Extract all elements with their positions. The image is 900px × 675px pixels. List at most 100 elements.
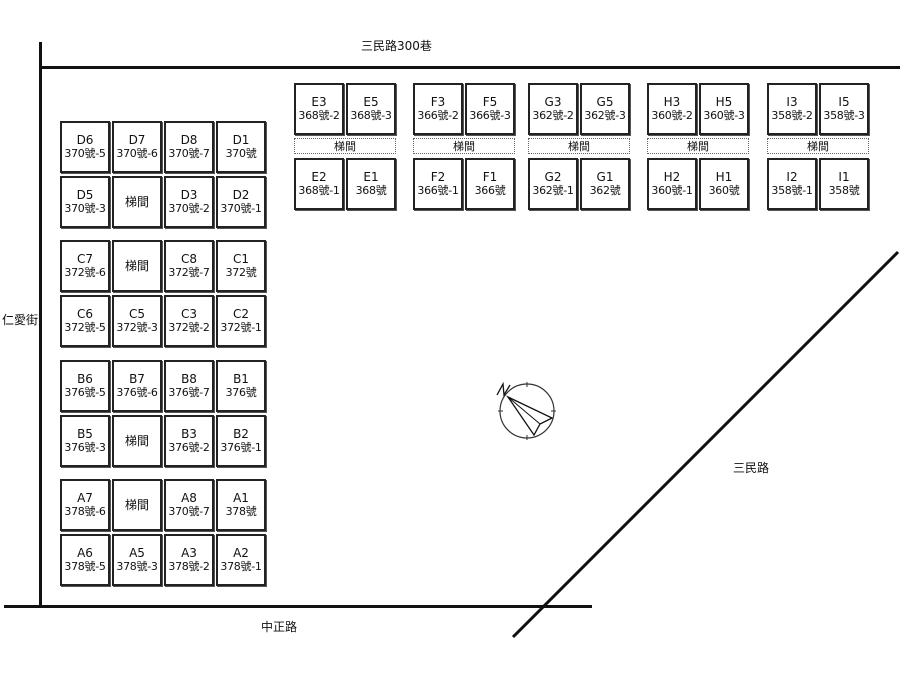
unit-code: C3	[180, 307, 197, 321]
unit-code: G3	[544, 95, 562, 109]
unit-address: 368號	[355, 184, 387, 197]
stairwell-band: 梯間	[294, 138, 396, 154]
unit-address: 360號-2	[651, 109, 693, 122]
unit-code: A3	[181, 546, 197, 560]
road-left-line	[39, 42, 42, 608]
unit-code: C2	[232, 307, 249, 321]
road-label-top: 三民路300巷	[361, 39, 432, 53]
unit-code: D8	[180, 133, 198, 147]
unit-address: 378號-3	[116, 560, 158, 573]
unit-code: H1	[715, 170, 733, 184]
unit-address: 370號-7	[168, 147, 210, 160]
stairwell-box: 梯間	[112, 479, 162, 531]
unit-code: F1	[482, 170, 498, 184]
unit-code: D3	[180, 188, 198, 202]
unit-address: 376號-6	[116, 386, 158, 399]
unit-code: I5	[838, 95, 850, 109]
unit-code: E5	[363, 95, 379, 109]
unit-address: 366號	[474, 184, 506, 197]
unit-address: 362號-1	[532, 184, 574, 197]
unit-code: C7	[76, 252, 93, 266]
unit-code: B6	[77, 372, 93, 386]
unit-code: E2	[311, 170, 327, 184]
unit-address: 370號-6	[116, 147, 158, 160]
unit-code: A8	[181, 491, 197, 505]
unit-code: B7	[129, 372, 145, 386]
unit-code: D1	[232, 133, 250, 147]
road-diagonal-line	[511, 250, 900, 639]
unit-code: D6	[76, 133, 94, 147]
unit-code: C8	[180, 252, 197, 266]
unit-address: 370號-7	[168, 505, 210, 518]
unit-address: 370號-2	[168, 202, 210, 215]
stairwell-band: 梯間	[528, 138, 630, 154]
stairwell-box: 梯間	[112, 240, 162, 292]
unit-code: I2	[786, 170, 798, 184]
unit-code: I3	[786, 95, 798, 109]
unit-code: H5	[715, 95, 733, 109]
road-top-line	[40, 66, 900, 69]
unit-address: 372號-5	[64, 321, 106, 334]
unit-address: 370號-5	[64, 147, 106, 160]
road-bottom-line	[4, 605, 592, 608]
unit-address: 378號	[225, 505, 257, 518]
unit-address: 368號-1	[298, 184, 340, 197]
unit-address: 370號	[225, 147, 257, 160]
unit-address: 362號-2	[532, 109, 574, 122]
unit-address: 362號-3	[584, 109, 626, 122]
unit-address: 376號-2	[168, 441, 210, 454]
stairwell-label: 梯間	[807, 140, 829, 153]
unit-code: B3	[181, 427, 197, 441]
stairwell-label: 梯間	[124, 195, 149, 209]
unit-code: F2	[430, 170, 446, 184]
unit-address: 370號-1	[220, 202, 262, 215]
unit-address: 368號-3	[350, 109, 392, 122]
unit-address: 358號	[828, 184, 860, 197]
stairwell-band: 梯間	[413, 138, 515, 154]
unit-address: 376號-7	[168, 386, 210, 399]
unit-code: H3	[663, 95, 681, 109]
unit-code: C1	[232, 252, 249, 266]
unit-address: 366號-2	[417, 109, 459, 122]
stairwell-box: 梯間	[112, 415, 162, 467]
unit-address: 368號-2	[298, 109, 340, 122]
unit-address: 372號-2	[168, 321, 210, 334]
unit-code: E1	[363, 170, 379, 184]
unit-address: 366號-3	[469, 109, 511, 122]
unit-address: 376號-1	[220, 441, 262, 454]
unit-code: A5	[129, 546, 145, 560]
stairwell-label: 梯間	[334, 140, 356, 153]
stairwell-label: 梯間	[568, 140, 590, 153]
road-label-left: 仁愛街	[2, 313, 39, 327]
unit-code: C6	[76, 307, 93, 321]
unit-code: A2	[233, 546, 249, 560]
